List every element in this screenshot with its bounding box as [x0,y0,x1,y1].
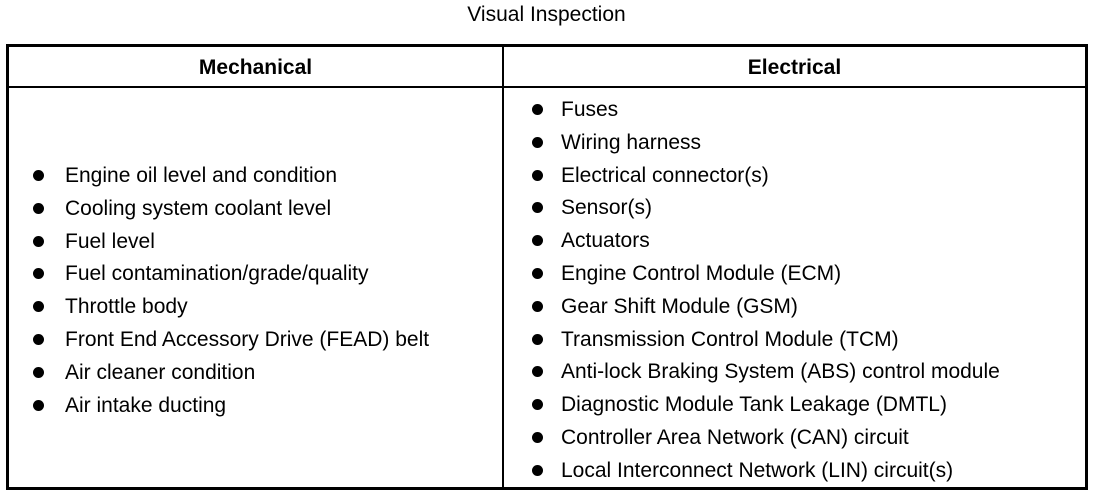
list-item: Sensor(s) [504,193,1000,226]
list-item: Fuel contamination/grade/quality [9,259,429,292]
bullet-icon [33,170,44,181]
list-item: Throttle body [9,292,429,325]
list-item: Cooling system coolant level [9,194,429,227]
electrical-header: Electrical [747,56,842,79]
list-item-text: Controller Area Network (CAN) circuit [561,425,909,449]
list-item: Wiring harness [504,128,1000,161]
bullet-icon [33,202,44,214]
list-item: Gear Shift Module (GSM) [504,292,1000,325]
bullet-icon [532,333,543,345]
list-item-text: Electrical connector(s) [561,163,769,187]
bullet-icon [532,267,543,279]
list-item: Engine oil level and condition [9,161,429,194]
list-item: Air cleaner condition [9,358,429,391]
bullet-icon [33,301,44,313]
list-item-text: Throttle body [65,295,188,319]
list-item: Electrical connector(s) [504,161,1000,194]
list-item-text: Gear Shift Module (GSM) [561,294,798,318]
list-item: Actuators [504,226,1000,259]
bullet-icon [33,333,44,345]
bullet-icon [33,399,44,411]
list-item-text: Air intake ducting [65,393,227,417]
bullet-icon [33,235,44,247]
list-item: Anti-lock Braking System (ABS) control m… [504,357,1000,390]
list-item-text: Engine Control Module (ECM) [561,261,842,285]
list-item: Fuses [504,95,1000,128]
list-item: Local Interconnect Network (LIN) circuit… [504,456,1000,489]
bullet-icon [532,366,543,378]
header-divider [9,86,1085,88]
bullet-icon [532,431,543,443]
bullet-icon [532,136,543,148]
electrical-list: Fuses Wiring harness Electrical connecto… [504,95,1000,489]
list-item-text: Fuel level [65,229,155,253]
list-item: Transmission Control Module (TCM) [504,325,1000,358]
column-divider [502,47,504,487]
list-item-text: Front End Accessory Drive (FEAD) belt [65,327,430,351]
list-item-text: Local Interconnect Network (LIN) circuit… [561,458,954,482]
list-item: Air intake ducting [9,391,429,424]
bullet-icon [532,399,543,411]
list-item-text: Air cleaner condition [65,360,256,384]
list-item-text: Sensor(s) [561,196,653,220]
list-item-text: Wiring harness [561,130,702,154]
bullet-icon [532,104,543,115]
bullet-icon [532,202,543,214]
list-item-text: Actuators [561,229,650,253]
bullet-icon [532,300,543,312]
list-item-text: Anti-lock Braking System (ABS) control m… [561,360,1000,384]
bullet-icon [33,366,44,378]
bullet-icon [532,169,543,181]
page-title: Visual Inspection [467,3,626,26]
list-item-text: Diagnostic Module Tank Leakage (DMTL) [561,393,947,417]
list-item-text: Transmission Control Module (TCM) [561,327,899,351]
list-item-text: Fuses [561,98,619,121]
bullet-icon [33,268,44,280]
list-item: Engine Control Module (ECM) [504,259,1000,292]
list-item: Fuel level [9,227,429,260]
list-item-text: Engine oil level and condition [65,164,338,187]
bullet-icon [532,464,543,476]
list-item-text: Fuel contamination/grade/quality [65,262,369,286]
list-item: Diagnostic Module Tank Leakage (DMTL) [504,390,1000,423]
inspection-table: Mechanical Electrical Engine oil level a… [6,44,1088,490]
list-item: Front End Accessory Drive (FEAD) belt [9,325,429,358]
list-item-text: Cooling system coolant level [65,196,332,220]
bullet-icon [532,235,543,247]
mechanical-header: Mechanical [198,56,313,79]
mechanical-list: Engine oil level and condition Cooling s… [9,161,429,423]
list-item: Controller Area Network (CAN) circuit [504,423,1000,456]
